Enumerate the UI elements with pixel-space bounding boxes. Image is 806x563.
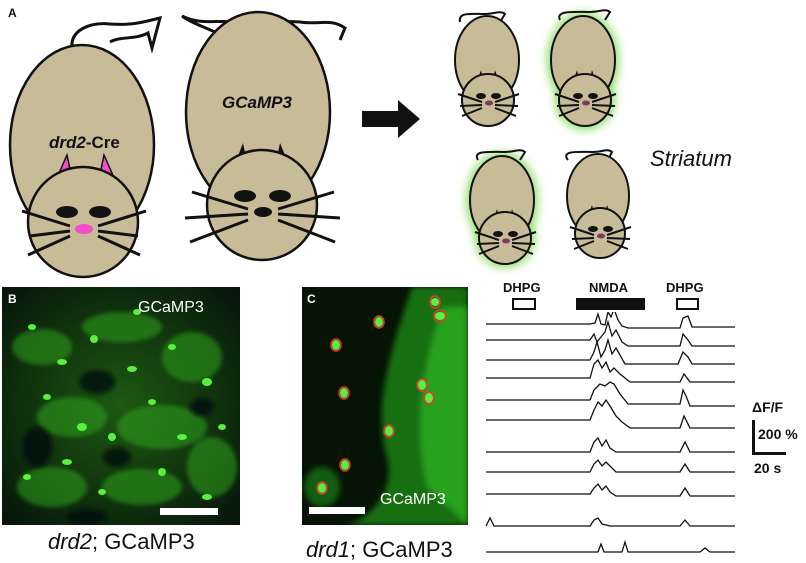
panel-c-micrograph bbox=[302, 287, 468, 525]
trace-9 bbox=[486, 482, 735, 497]
micrograph-b-label: GCaMP3 bbox=[138, 299, 204, 316]
scale-dff-label: ΔF/F bbox=[752, 399, 784, 415]
trace-2 bbox=[486, 319, 735, 347]
trace-8 bbox=[486, 458, 735, 473]
caption-c-rest: ; GCaMP3 bbox=[350, 537, 453, 562]
offspring-mouse-1 bbox=[454, 11, 520, 127]
trace-6 bbox=[486, 398, 735, 429]
caption-b-rest: ; GCaMP3 bbox=[92, 529, 195, 554]
panel-c-caption: drd1; GCaMP3 bbox=[306, 537, 453, 563]
mouse-label-gcamp3: GCaMP3 bbox=[222, 93, 292, 112]
micrograph-c-image bbox=[302, 287, 468, 525]
trace-1 bbox=[486, 312, 735, 329]
scale-dff-value: 200 % bbox=[758, 426, 798, 442]
mouse-label-drd2cre: drd2-Cre bbox=[49, 133, 120, 153]
mouse-label-suffix: -Cre bbox=[85, 133, 120, 152]
stim-label-dhpg-1: DHPG bbox=[503, 280, 541, 295]
panel-b-micrograph bbox=[2, 287, 240, 525]
panel-c-letter: C bbox=[307, 292, 316, 306]
trace-10 bbox=[485, 516, 735, 527]
stim-bar-nmda bbox=[576, 298, 645, 310]
trace-3 bbox=[486, 337, 735, 365]
scale-bar-c bbox=[309, 507, 365, 514]
panel-a-illustration bbox=[8, 9, 632, 279]
parent-mouse-gcamp3 bbox=[181, 10, 347, 262]
stim-bar-dhpg-2 bbox=[676, 298, 699, 310]
micrograph-c-label: GCaMP3 bbox=[380, 491, 446, 508]
trace-11 bbox=[486, 539, 735, 553]
calcium-traces bbox=[485, 312, 735, 553]
cross-arrow-icon bbox=[362, 100, 420, 138]
scale-bar-vertical bbox=[752, 420, 755, 454]
caption-c-gene: drd1 bbox=[306, 537, 351, 562]
panel-b-caption: drd2; GCaMP3 bbox=[48, 529, 195, 555]
scale-time-value: 20 s bbox=[754, 460, 782, 476]
parent-mouse-drd2cre bbox=[8, 16, 163, 279]
scale-bar-b bbox=[160, 508, 218, 515]
striatum-label: Striatum bbox=[650, 146, 732, 171]
offspring-mouse-3-fluorescent bbox=[468, 149, 537, 266]
offspring-mouse-2-fluorescent bbox=[549, 9, 617, 128]
offspring-mouse-4 bbox=[565, 149, 632, 259]
caption-b-gene: drd2 bbox=[48, 529, 93, 554]
stim-label-nmda: NMDA bbox=[589, 280, 628, 295]
micrograph-b-image bbox=[2, 287, 240, 525]
trace-7 bbox=[486, 436, 735, 453]
mouse-label-gene: drd2 bbox=[49, 133, 86, 152]
scale-bar-horizontal bbox=[752, 452, 786, 455]
trace-4 bbox=[486, 358, 735, 383]
panel-b-letter: B bbox=[8, 292, 17, 306]
trace-5 bbox=[486, 381, 735, 407]
panel-a-letter: A bbox=[8, 6, 17, 20]
stim-bar-dhpg-1 bbox=[512, 298, 536, 310]
stim-label-dhpg-2: DHPG bbox=[666, 280, 704, 295]
